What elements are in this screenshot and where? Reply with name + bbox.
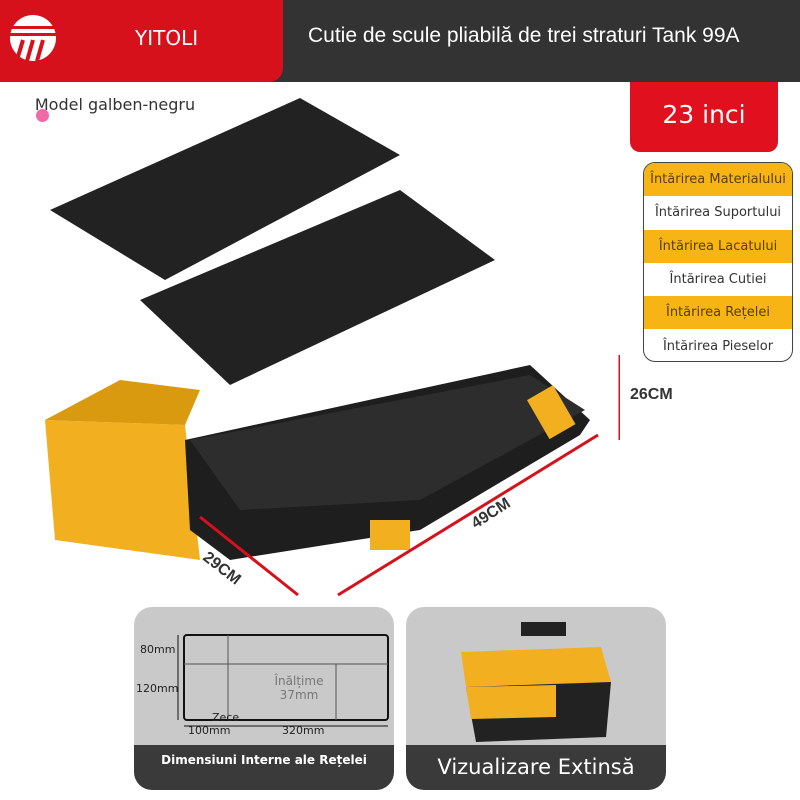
panel-caption: Dimensiuni Interne ale Rețelei — [134, 745, 394, 790]
color-swatch[interactable] — [36, 109, 49, 122]
grid-diagram — [177, 634, 389, 727]
panel-caption: Vizualizare Extinsă — [406, 745, 666, 790]
feature-item: Întărirea Materialului — [644, 163, 792, 197]
toolbox-thumbnail — [461, 622, 611, 742]
feature-item: Întărirea Cutiei — [669, 272, 767, 288]
height-80: 80mm — [140, 643, 176, 656]
height-120: 120mm — [136, 682, 179, 695]
feature-item: Întărirea Rețelei — [644, 296, 792, 330]
brand-block: YITOLI — [0, 0, 283, 82]
feature-item: Întărirea Suportului — [654, 205, 782, 221]
model-label: Model galben-negru — [34, 95, 196, 114]
width-320: 320mm — [282, 724, 325, 737]
product-title: Cutie de scule pliabilă de trei straturi… — [308, 24, 740, 47]
header-bar: YITOLI Cutie de scule pliabilă de trei s… — [0, 0, 800, 82]
size-badge: 23 inci — [630, 82, 778, 152]
features-list: Întărirea Materialului Întărirea Suportu… — [643, 162, 793, 362]
inner-dimensions-panel: 80mm 120mm Înălțime 37mm Zece 100mm 320m… — [134, 607, 394, 790]
zece-label: Zece — [212, 711, 240, 724]
toolbox-image — [45, 98, 620, 597]
feature-item: Întărirea Lacatului — [644, 229, 792, 263]
feature-item: Întărirea Pieselor — [662, 338, 774, 354]
depth-label: Înălțime 37mm — [274, 674, 324, 702]
width-100: 100mm — [188, 724, 231, 737]
yitoli-logo-icon — [9, 15, 57, 62]
brand-name: YITOLI — [135, 26, 199, 50]
height-dimension: 26CM — [630, 386, 673, 403]
extended-view-panel[interactable]: Vizualizare Extinsă — [406, 607, 666, 790]
